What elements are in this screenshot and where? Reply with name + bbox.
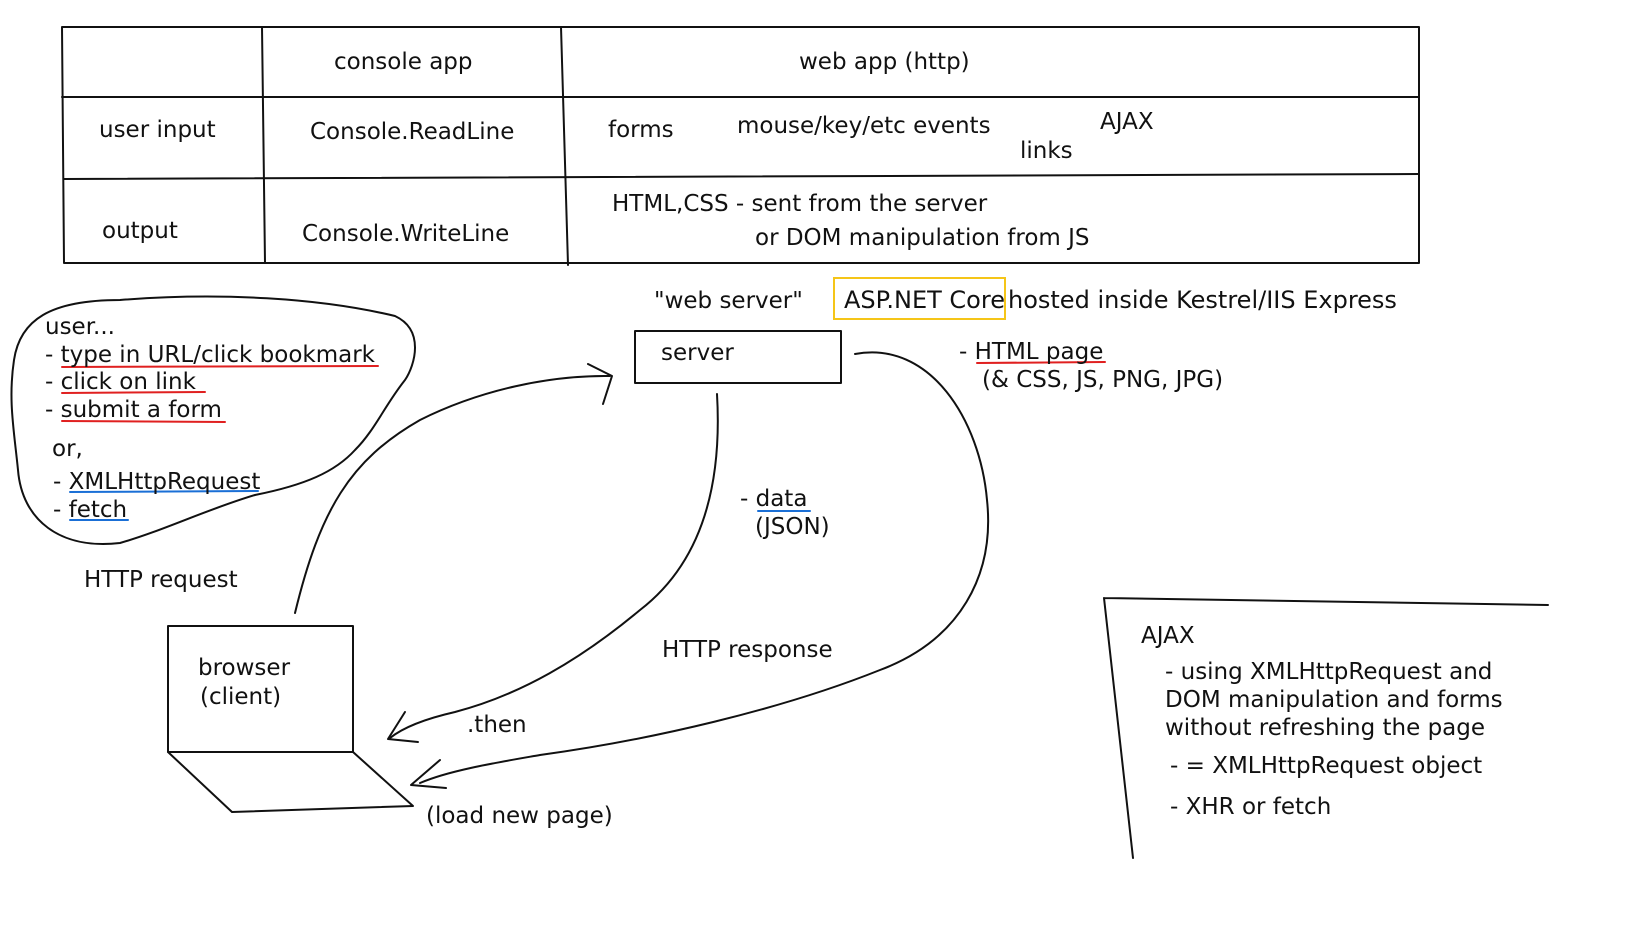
table-row-divider-2 bbox=[63, 173, 1420, 180]
html-response-arrow bbox=[419, 351, 989, 784]
ajax-note-bracket bbox=[1103, 597, 1549, 859]
cell-console-writeline: Console.WriteLine bbox=[302, 221, 510, 247]
user-js-xmlhttprequest: - XMLHttpRequest bbox=[53, 469, 261, 495]
cell-console-readline: Console.ReadLine bbox=[310, 119, 515, 145]
ajax-note-line-4: - = XMLHttpRequest object bbox=[1170, 753, 1483, 779]
browser-label: browser bbox=[198, 655, 291, 681]
table-header-console-app: console app bbox=[334, 49, 473, 75]
table-outline bbox=[61, 26, 1420, 264]
user-actions-cloud bbox=[10, 295, 416, 545]
table-col-divider-2 bbox=[560, 26, 569, 266]
data-response-arrowhead bbox=[387, 711, 419, 743]
http-response-label: HTTP response bbox=[662, 637, 833, 663]
underline-xmlhttprequest bbox=[69, 490, 259, 493]
underline-html-page bbox=[976, 361, 1106, 364]
cell-forms: forms bbox=[608, 117, 674, 143]
html-page-label: - HTML page bbox=[959, 339, 1104, 365]
user-action-type-url: - type in URL/click bookmark bbox=[45, 342, 375, 368]
client-label: (client) bbox=[200, 684, 282, 710]
cell-ajax: AJAX bbox=[1100, 109, 1154, 135]
user-title: user... bbox=[45, 314, 115, 340]
ajax-note-line-2: DOM manipulation and forms bbox=[1165, 687, 1503, 713]
html-assets-label: (& CSS, JS, PNG, JPG) bbox=[982, 367, 1224, 393]
data-response-arrow bbox=[389, 393, 719, 739]
then-label: .then bbox=[467, 712, 527, 738]
aspnet-core-label: ASP.NET Core bbox=[844, 286, 1005, 314]
html-response-arrowhead bbox=[410, 759, 447, 789]
underline-submit-form bbox=[61, 420, 226, 423]
cell-html-css-from-server: HTML,CSS - sent from the server bbox=[612, 191, 988, 217]
aspnet-highlight-box bbox=[833, 277, 1006, 320]
row-label-user-input: user input bbox=[99, 117, 216, 143]
row-label-output: output bbox=[102, 218, 178, 244]
cell-mouse-key-events: mouse/key/etc events bbox=[737, 113, 991, 139]
server-box bbox=[634, 330, 842, 384]
underline-click-link bbox=[61, 391, 206, 394]
json-label: (JSON) bbox=[755, 514, 830, 540]
ajax-note-line-3: without refreshing the page bbox=[1165, 715, 1486, 741]
cell-dom-manipulation: or DOM manipulation from JS bbox=[755, 225, 1090, 251]
server-box-label: server bbox=[661, 340, 734, 366]
user-js-fetch: - fetch bbox=[53, 497, 128, 523]
underline-type-url bbox=[61, 365, 379, 368]
browser-screen bbox=[167, 625, 354, 753]
load-new-page-label: (load new page) bbox=[426, 803, 613, 829]
ajax-note-title: AJAX bbox=[1141, 623, 1195, 649]
table-col-divider-1 bbox=[261, 26, 266, 264]
ajax-note-line-5: - XHR or fetch bbox=[1170, 794, 1332, 820]
cell-links: links bbox=[1020, 138, 1073, 164]
user-or-label: or, bbox=[52, 436, 83, 462]
http-request-arrow bbox=[294, 374, 611, 614]
user-action-click-link: - click on link bbox=[45, 369, 196, 395]
web-server-caption: "web server" bbox=[654, 288, 803, 314]
table-header-web-app: web app (http) bbox=[799, 49, 970, 75]
http-request-arrowhead bbox=[587, 363, 613, 405]
http-request-label: HTTP request bbox=[84, 567, 238, 593]
ajax-note-line-1: - using XMLHttpRequest and bbox=[1165, 659, 1493, 685]
user-action-submit-form: - submit a form bbox=[45, 397, 222, 423]
hosting-label: hosted inside Kestrel/IIS Express bbox=[1008, 286, 1397, 314]
browser-keyboard bbox=[167, 751, 414, 813]
data-label: - data bbox=[740, 486, 808, 512]
